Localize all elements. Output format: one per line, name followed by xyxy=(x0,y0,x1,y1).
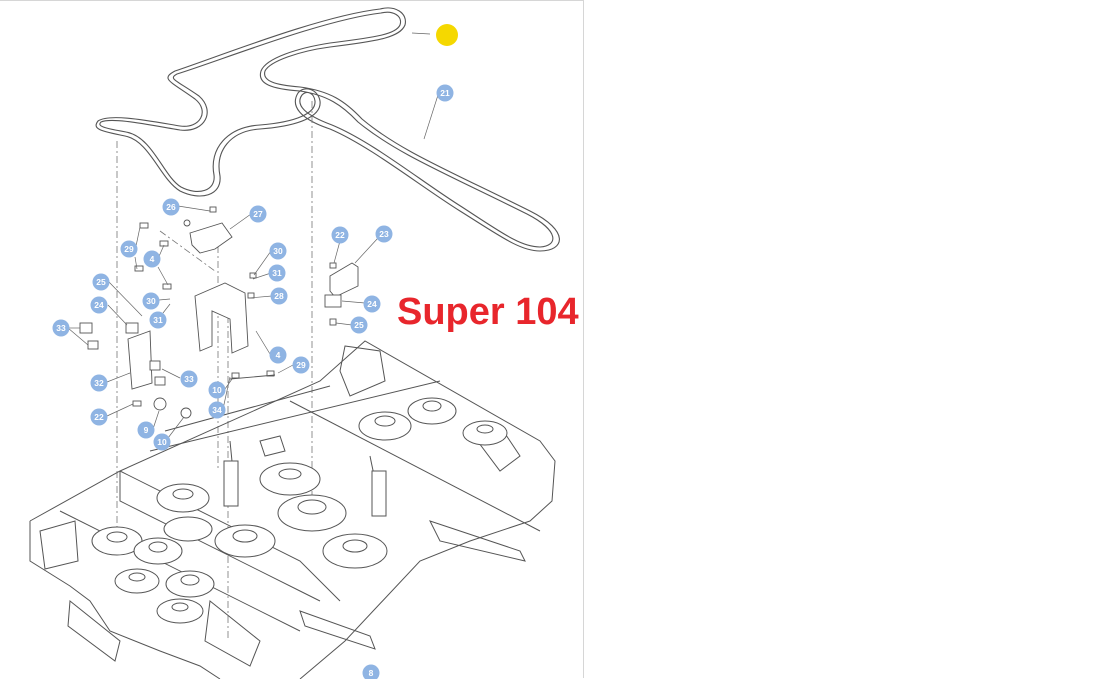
highlight-marker-dot xyxy=(436,24,458,46)
callout-number: 30 xyxy=(146,296,156,306)
callout-number: 27 xyxy=(253,209,263,219)
callout-number: 10 xyxy=(212,385,222,395)
callout-number: 33 xyxy=(56,323,66,333)
model-title: Super 104 xyxy=(397,289,579,335)
callout-number: 30 xyxy=(273,246,283,256)
parts-diagram: 21 26 27 22 23 29 4 30 31 28 25 30 24 24 33 31 25 32 33 4 29… xyxy=(0,0,584,678)
callout-number: 22 xyxy=(335,230,345,240)
callout-number: 25 xyxy=(354,320,364,330)
callout-number: 26 xyxy=(166,202,176,212)
callout-number: 8 xyxy=(369,668,374,678)
callout-number: 10 xyxy=(157,437,167,447)
callout-number: 32 xyxy=(94,378,104,388)
callout-number: 31 xyxy=(153,315,163,325)
callout-number: 22 xyxy=(94,412,104,422)
callout-number: 33 xyxy=(184,374,194,384)
callout-number: 24 xyxy=(94,300,104,310)
callout-number: 4 xyxy=(276,350,281,360)
callout-number: 31 xyxy=(272,268,282,278)
callout-number: 28 xyxy=(274,291,284,301)
callout-number: 29 xyxy=(124,244,134,254)
callout-number: 9 xyxy=(144,425,149,435)
exploded-view-drawing: 21 26 27 22 23 29 4 30 31 28 25 30 24 24 33 31 25 32 33 4 29… xyxy=(0,1,584,679)
callout-number: 29 xyxy=(296,360,306,370)
callout-number: 25 xyxy=(96,277,106,287)
callout-number: 4 xyxy=(150,254,155,264)
callout-number: 21 xyxy=(440,88,450,98)
callout-number: 24 xyxy=(367,299,377,309)
drive-belt xyxy=(96,8,559,251)
callout-number: 23 xyxy=(379,229,389,239)
callout-number: 34 xyxy=(212,405,222,415)
